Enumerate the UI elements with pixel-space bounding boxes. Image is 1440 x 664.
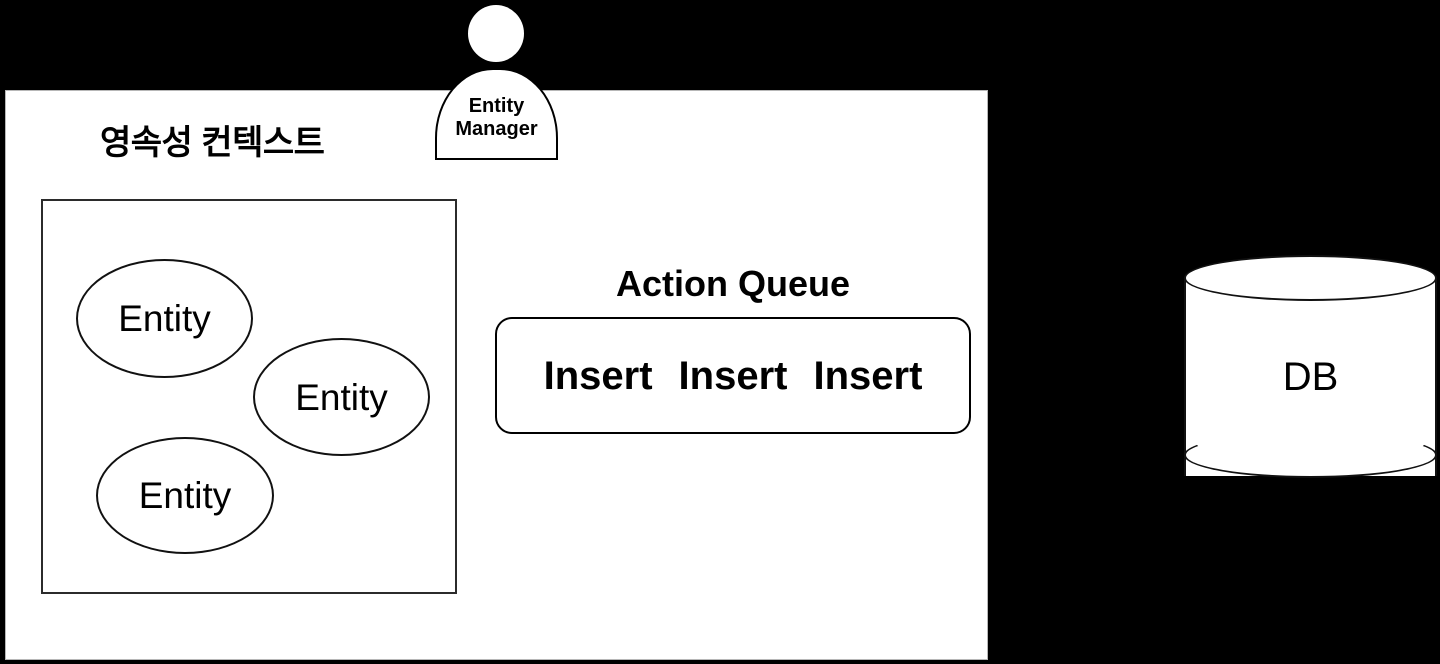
persistence-context-title: 영속성 컨텍스트 <box>100 124 325 162</box>
entity-ellipse: Entity <box>96 437 274 554</box>
actor-label-line-2: Manager <box>455 118 538 140</box>
actor-label-line-1: Entity <box>468 95 525 117</box>
cylinder-top-ellipse <box>1184 255 1437 301</box>
person-actor-icon <box>468 5 524 62</box>
action-queue-title: Action Queue <box>615 263 851 304</box>
action-queue-box: Insert Insert Insert <box>495 317 971 434</box>
queue-item-insert: Insert <box>678 353 788 398</box>
cylinder-bottom-ellipse <box>1184 432 1437 478</box>
database-label: DB <box>1282 354 1339 399</box>
entity-ellipse: Entity <box>253 338 430 456</box>
entity-ellipse: Entity <box>76 259 253 378</box>
actor-body: Entity Manager <box>435 68 558 160</box>
queue-item-insert: Insert <box>543 353 653 398</box>
database-cylinder: DB <box>1184 255 1437 498</box>
queue-item-insert: Insert <box>813 353 923 398</box>
entity-manager-actor: Entity Manager <box>434 0 560 162</box>
